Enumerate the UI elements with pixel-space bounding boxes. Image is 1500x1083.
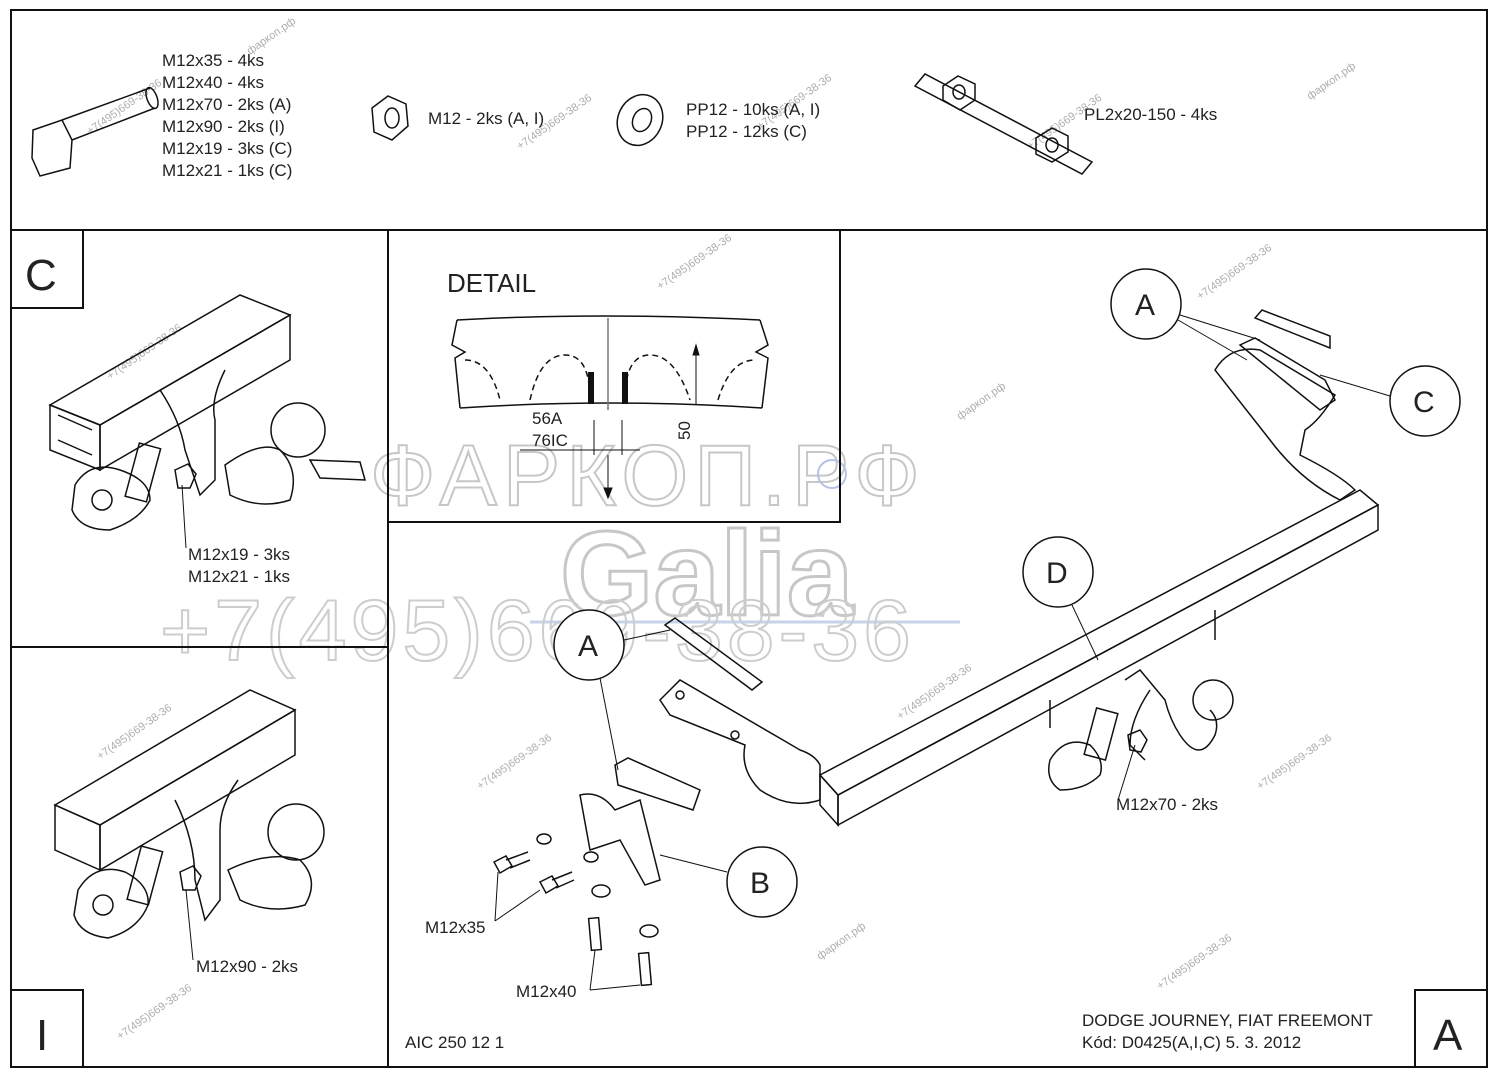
- title-block: A AIC 250 12 1 DODGE JOURNEY, FIAT FREEM…: [405, 989, 1488, 1068]
- watermark-brand: ФАРКОП.РФ: [370, 428, 926, 524]
- bolt-hardware-group: [492, 833, 659, 987]
- plate-icon: [913, 73, 1094, 175]
- panel-c-bolt-label-1: M12x19 - 3ks: [188, 545, 290, 564]
- detail-dim-c: 76IC: [532, 431, 568, 450]
- panel-c: C M12x19 - 3ks M12x21 - 1ks: [10, 229, 366, 586]
- label-m12x70: M12x70 - 2ks: [1116, 795, 1218, 814]
- vehicle-name: DODGE JOURNEY, FIAT FREEMONT: [1082, 1011, 1373, 1030]
- stamp-text: фаркоп.рф: [1305, 60, 1358, 102]
- stamp-phone: +7(495)669-38-36: [1155, 932, 1234, 993]
- stamp-text: фаркоп.рф: [815, 920, 868, 962]
- stamp-phone: +7(495)669-38-36: [105, 322, 184, 383]
- panel-i-bolt-label: M12x90 - 2ks: [196, 957, 298, 976]
- detail-mark-right: [622, 372, 628, 404]
- callout-b: B: [750, 867, 770, 900]
- watermark-layer: ФАРКОП.РФ Galia +7(495)669-38-36: [159, 427, 960, 680]
- callout-a-left: A: [578, 630, 598, 663]
- detail-dimensions: [520, 343, 700, 500]
- label-m12x40: M12x40: [516, 982, 576, 1001]
- detail-mark-left: [588, 372, 594, 404]
- bolt-spec-2: M12x40 - 4ks: [162, 73, 264, 92]
- towbar-i-illustration: [53, 689, 325, 939]
- bolt-spec-5: M12x19 - 3ks (C): [162, 139, 292, 158]
- towbar-c-illustration: [48, 294, 366, 531]
- stamp-text: фаркоп.рф: [955, 380, 1008, 422]
- panel-c-corner-label: C: [25, 251, 57, 300]
- bolt-spec-1: M12x35 - 4ks: [162, 51, 264, 70]
- washer-icon: [616, 93, 664, 147]
- callout-a-top: A: [1135, 289, 1155, 322]
- bolt-spec-list: M12x35 - 4ks M12x40 - 4ks M12x70 - 2ks (…: [162, 51, 292, 180]
- nut-spec: M12 - 2ks (A, I): [428, 109, 544, 128]
- panel-i: I M12x90 - 2ks: [10, 689, 325, 1068]
- detail-title: DETAIL: [447, 268, 536, 298]
- bolt-spec-6: M12x21 - 1ks (C): [162, 161, 292, 180]
- stamp-phone: +7(495)669-38-36: [1195, 242, 1274, 303]
- product-code: AIC 250 12 1: [405, 1033, 504, 1052]
- sheet-frame: [10, 9, 1488, 1068]
- washer-spec-2: PP12 - 12ks (C): [686, 122, 807, 141]
- bolt-illustration: [31, 86, 159, 177]
- panel-i-corner-label: I: [36, 1011, 48, 1060]
- callouts: A C D A B: [553, 268, 1461, 918]
- detail-view: DETAIL 56A 76IC 50: [447, 268, 769, 500]
- stamp-phone: +7(495)669-38-36: [1255, 732, 1334, 793]
- stamp-phone: +7(495)669-38-36: [95, 702, 174, 763]
- callout-d: D: [1046, 557, 1068, 590]
- bolt-spec-4: M12x90 - 2ks (I): [162, 117, 285, 136]
- main-assembly: [492, 309, 1380, 987]
- watermark-phone: +7(495)669-38-36: [160, 583, 915, 679]
- kod-line: Kód: D0425(A,I,C) 5. 3. 2012: [1082, 1033, 1301, 1052]
- callout-c: C: [1413, 386, 1435, 419]
- plate-spec: PL2x20-150 - 4ks: [1084, 105, 1217, 124]
- washer-spec-1: PP12 - 10ks (A, I): [686, 100, 820, 119]
- bolt-spec-3: M12x70 - 2ks (A): [162, 95, 291, 114]
- detail-profile: [451, 315, 769, 410]
- stamp-phone: +7(495)669-38-36: [655, 232, 734, 293]
- detail-dim-a: 56A: [532, 409, 563, 428]
- label-m12x35: M12x35: [425, 918, 485, 937]
- panel-c-bolt-label-2: M12x21 - 1ks: [188, 567, 290, 586]
- detail-dim-height: 50: [675, 421, 694, 440]
- main-corner-label: A: [1433, 1011, 1463, 1060]
- stamp-phone: +7(495)669-38-36: [115, 982, 194, 1043]
- stamp-phone: +7(495)669-38-36: [475, 732, 554, 793]
- nut-icon: [371, 95, 409, 141]
